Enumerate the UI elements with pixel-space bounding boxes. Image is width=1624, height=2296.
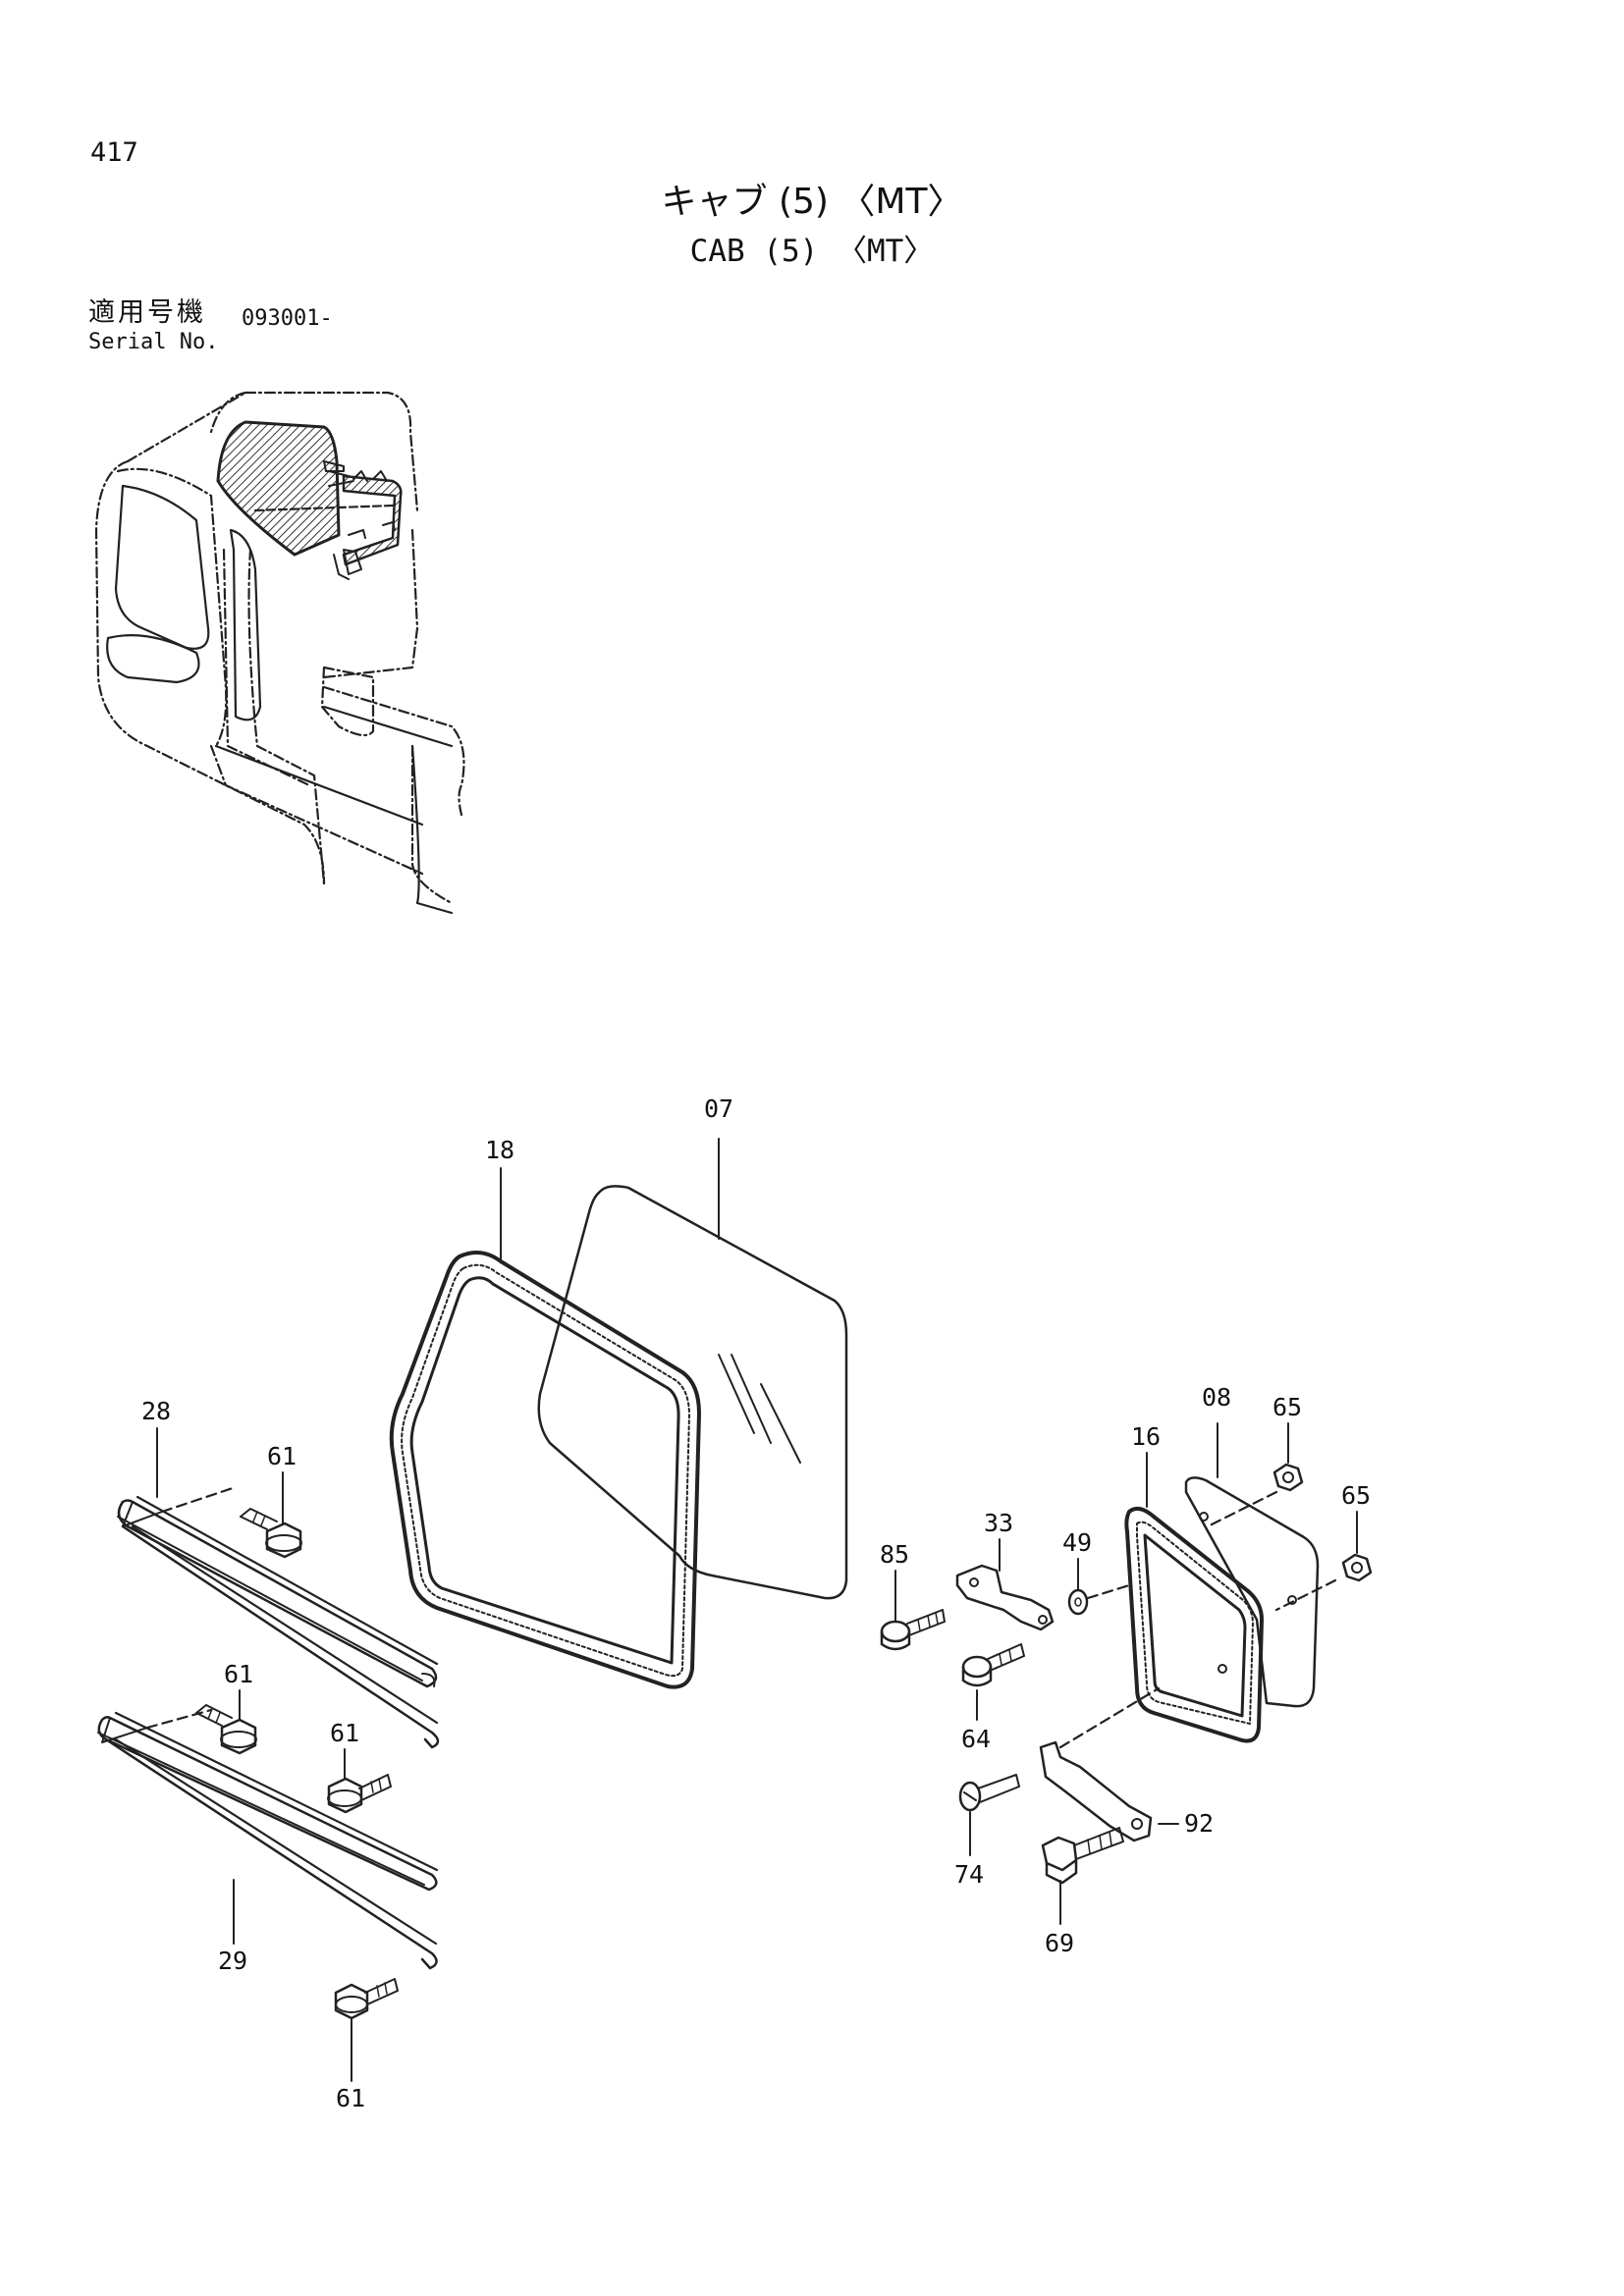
callout-18: 18 bbox=[485, 1136, 514, 1164]
leader-lines bbox=[156, 1138, 1358, 2082]
callout-16: 16 bbox=[1131, 1422, 1161, 1451]
callout-61-a: 61 bbox=[267, 1442, 297, 1470]
callout-74: 74 bbox=[954, 1860, 984, 1889]
callout-61-d: 61 bbox=[336, 2084, 365, 2112]
callout-07: 07 bbox=[704, 1095, 733, 1123]
page-title-japanese: キャブ (5) 〈MT〉 bbox=[661, 182, 963, 222]
bolt-part-85 bbox=[880, 1609, 946, 1651]
bolt-part-61-b bbox=[195, 1704, 257, 1755]
page-title-english: CAB (5) 〈MT〉 bbox=[689, 234, 935, 269]
window-glass-part-07 bbox=[537, 1185, 848, 1600]
bolt-part-61-c bbox=[327, 1774, 392, 1814]
callout-69: 69 bbox=[1045, 1929, 1074, 1957]
callout-49: 49 bbox=[1062, 1528, 1092, 1557]
bracket-part-33 bbox=[955, 1564, 1055, 1631]
molding-rail-part-28 bbox=[117, 1485, 440, 1749]
serial-label-japanese: 適用号機 bbox=[88, 297, 206, 328]
bolt-part-61-d bbox=[334, 1978, 399, 2020]
cab-overview-illustration bbox=[94, 391, 465, 915]
callout-29: 29 bbox=[218, 1947, 247, 1975]
serial-number-value: 093001- bbox=[242, 306, 333, 331]
callout-65-b: 65 bbox=[1341, 1481, 1371, 1510]
molding-rail-part-29 bbox=[97, 1708, 439, 1970]
callout-33: 33 bbox=[984, 1509, 1013, 1537]
callout-85: 85 bbox=[880, 1540, 909, 1569]
callout-92: 92 bbox=[1184, 1809, 1214, 1838]
serial-label-english: Serial No. bbox=[88, 330, 219, 354]
page-number: 417 bbox=[90, 137, 138, 168]
callout-28: 28 bbox=[141, 1397, 171, 1425]
nut-part-65-right bbox=[1341, 1553, 1373, 1582]
callout-65-a: 65 bbox=[1272, 1393, 1302, 1421]
bolt-part-64 bbox=[961, 1643, 1025, 1687]
small-window-glass-part-08 bbox=[1184, 1476, 1337, 1708]
callout-labels: 07 18 28 61 61 61 29 61 08 65 65 16 85 3… bbox=[141, 1095, 1371, 2112]
callout-61-b: 61 bbox=[224, 1660, 253, 1688]
bolt-part-69 bbox=[1041, 1827, 1124, 1885]
callout-61-c: 61 bbox=[330, 1719, 359, 1747]
window-seal-part-18 bbox=[389, 1251, 701, 1689]
callout-64: 64 bbox=[961, 1725, 991, 1753]
nut-part-65-upper bbox=[1272, 1463, 1304, 1492]
bracket-part-92 bbox=[1039, 1686, 1161, 1842]
screw-part-74 bbox=[958, 1774, 1020, 1812]
callout-08: 08 bbox=[1202, 1383, 1231, 1412]
small-window-seal-part-16 bbox=[1124, 1506, 1264, 1743]
bolt-part-61-a bbox=[240, 1508, 302, 1559]
